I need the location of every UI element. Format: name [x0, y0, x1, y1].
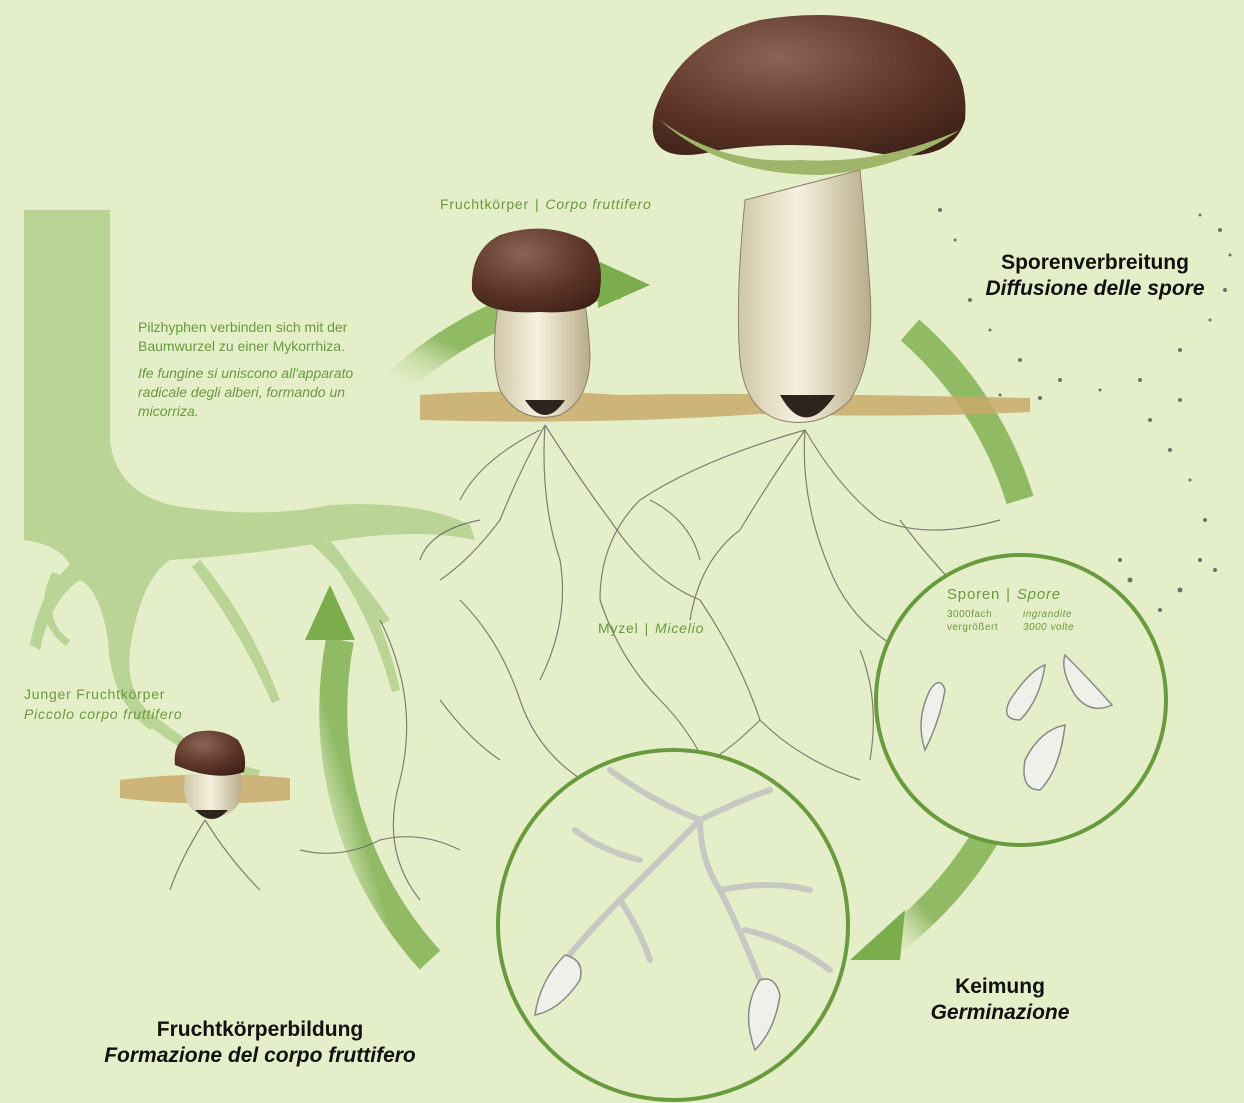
mycorrhiza-note: Pilzhyphen verbinden sich mit der Baumwu… — [138, 318, 403, 429]
mycel-label: Myzel | Micelio — [598, 620, 704, 636]
stage-spore-dispersal-it: Diffusione delle spore — [975, 276, 1215, 302]
fruiting-body-label-it: Corpo fruttifero — [545, 196, 651, 212]
stage-spore-dispersal: Sporenverbreitung Diffusione delle spore — [975, 250, 1215, 302]
mycorrhiza-note-de: Pilzhyphen verbinden sich mit der Baumwu… — [138, 318, 403, 356]
young-mushroom — [175, 731, 245, 819]
stage-germination-it: Germinazione — [900, 1000, 1100, 1026]
spores-magnification-it: ingrandite 3000 volte — [1023, 608, 1074, 634]
stage-germination: Keimung Germinazione — [900, 974, 1100, 1026]
stage-fruiting-de: Fruchtkörperbildung — [157, 1018, 364, 1041]
mag-it-line1: ingrandite — [1023, 608, 1074, 621]
mag-de-line1: 3000fach — [947, 608, 998, 621]
stage-fruiting-it: Formazione del corpo fruttifero — [90, 1043, 430, 1069]
stage-fruiting: Fruchtkörperbildung Formazione del corpo… — [90, 1017, 430, 1069]
mag-it-line2: 3000 volte — [1023, 621, 1074, 634]
fruiting-body-label: Fruchtkörper | Corpo fruttifero — [440, 196, 652, 212]
mycel-label-it: Micelio — [655, 620, 704, 636]
germination-circle — [498, 750, 848, 1100]
stage-germination-de: Keimung — [955, 975, 1045, 998]
large-mushroom — [653, 15, 966, 423]
fruiting-body-label-de: Fruchtkörper — [440, 196, 529, 212]
stage-spore-dispersal-de: Sporenverbreitung — [1001, 251, 1189, 274]
young-label-de: Junger Fruchtkörper — [24, 684, 182, 704]
spores-label: Sporen | Spore — [947, 586, 1061, 603]
label-separator: | — [535, 196, 539, 212]
spores-label-it: Spore — [1017, 586, 1061, 603]
mycorrhiza-note-it: Ife fungine si uniscono all'apparato rad… — [138, 364, 403, 421]
young-label-it: Piccolo corpo fruttifero — [24, 704, 182, 724]
spores-label-de: Sporen — [947, 586, 1000, 603]
young-fruiting-body-label: Junger Fruchtkörper Piccolo corpo frutti… — [24, 684, 182, 724]
mycel-label-de: Myzel — [598, 620, 639, 636]
label-separator: | — [1006, 586, 1011, 603]
spores-magnification-de: 3000fach vergrößert — [947, 608, 998, 634]
label-separator: | — [645, 620, 649, 636]
mag-de-line2: vergrößert — [947, 621, 998, 634]
